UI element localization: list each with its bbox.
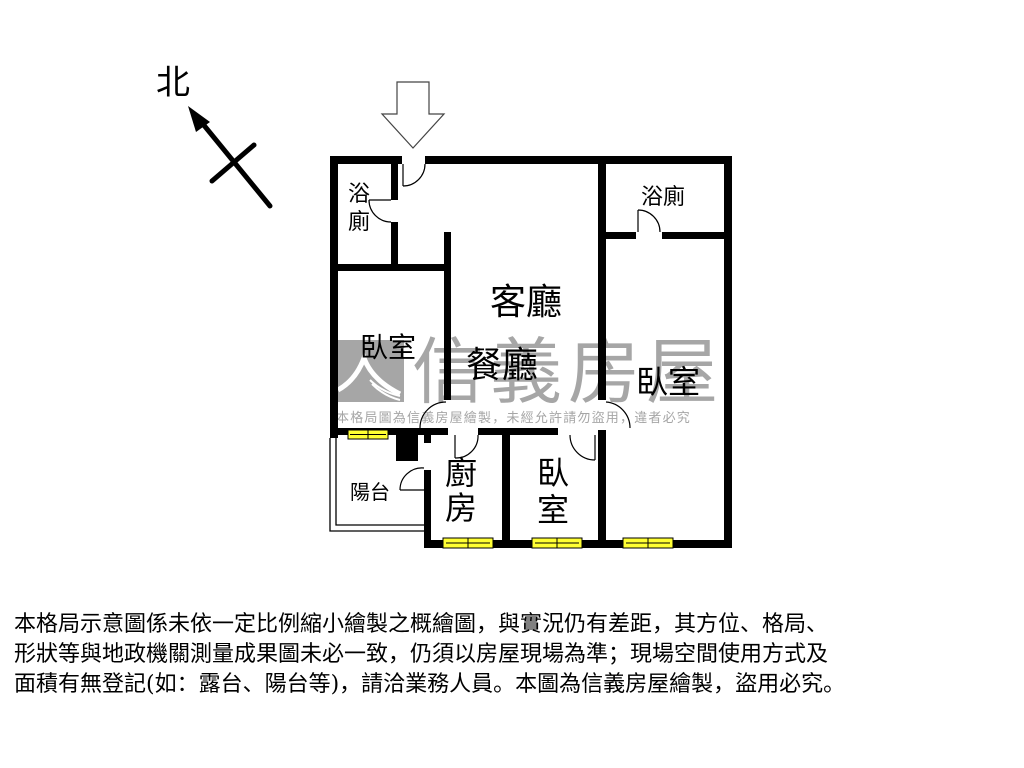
room-label-bedroom-left: 臥室	[360, 331, 417, 364]
room-label-bath-right: 浴廁	[641, 185, 686, 210]
floor-plan	[188, 81, 732, 549]
entrance-arrow-icon	[380, 81, 446, 149]
room-label-bedroom-small-1: 臥	[537, 454, 570, 492]
window-balcony	[347, 429, 389, 440]
windows	[347, 429, 674, 549]
window-right-bedroom	[622, 537, 674, 549]
room-label-dining: 餐廳	[466, 345, 539, 386]
disclaimer-line-1: 本格局示意圖係未依一定比例縮小繪製之概繪圖，與實況仍有差距，其方位、格局、	[14, 612, 829, 637]
doors	[368, 163, 661, 491]
room-label-bedroom-small-2: 室	[537, 491, 570, 529]
watermark-notice: 本格局圖為信義房屋繪製，未經允許請勿盜用，違者必究	[336, 411, 692, 426]
room-label-bedroom-right: 臥室	[636, 363, 701, 401]
window-kitchen	[442, 537, 494, 549]
balcony-outline	[329, 438, 424, 532]
watermark-brand: 信義房屋	[412, 330, 725, 414]
room-label-kitchen-2: 房	[445, 489, 478, 527]
watermark-logo	[334, 340, 404, 402]
north-label: 北	[156, 63, 190, 103]
room-label-living: 客廳	[490, 282, 563, 323]
disclaimer-text: 本格局示意圖係未依一定比例縮小繪製之概繪圖，與實況仍有差距，其方位、格局、 形狀…	[14, 610, 1014, 700]
room-label-bath-left-1: 浴	[348, 182, 371, 207]
disclaimer-line-2: 形狀等與地政機關測量成果圖未必一致，仍須以房屋現場為準；現場空間使用方式及	[14, 642, 829, 667]
north-arrow-icon	[188, 106, 273, 209]
watermark-logo-icon	[336, 350, 402, 401]
room-label-balcony: 陽台	[350, 480, 390, 504]
room-label-kitchen-1: 廚	[445, 454, 478, 492]
disclaimer-line-3: 面積有無登記(如：露台、陽台等)，請洽業務人員。本圖為信義房屋繪製，盜用必究。	[14, 672, 846, 697]
window-small-bedroom	[531, 537, 583, 549]
room-label-bath-left-2: 廁	[348, 210, 371, 235]
walls	[330, 156, 732, 548]
